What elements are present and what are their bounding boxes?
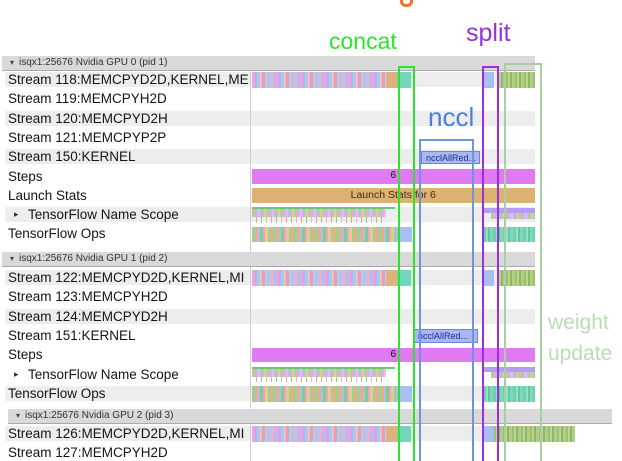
trace-event[interactable] — [397, 71, 411, 88]
expand-arrow-icon[interactable]: ▸ — [14, 209, 19, 220]
concat-callout-box — [398, 66, 415, 461]
annotation-weight-line1: weight — [548, 311, 609, 334]
section-header-gpu0[interactable]: ▾ isqx1:25676 Nvidia GPU 0 (pid 1) — [2, 56, 535, 71]
steps-bar[interactable]: 6 — [251, 347, 535, 363]
nccl-allreduce-event[interactable]: ncclAllRed... — [421, 150, 480, 164]
collapse-arrow-icon[interactable]: ▾ — [16, 411, 21, 420]
trace-events-weight-update[interactable] — [497, 269, 535, 286]
weight-update-callout-box — [504, 63, 542, 461]
row-label-stream-122: Stream 122:MEMCPYD2D,KERNEL,MI — [8, 270, 245, 285]
name-scope-events[interactable] — [491, 212, 535, 219]
steps-bar[interactable]: 6 — [251, 169, 535, 184]
row-label-stream-126: Stream 126:MEMCPYD2D,KERNEL,MI — [8, 426, 245, 441]
annotation-split: split — [466, 19, 511, 47]
row-label-stream-121: Stream 121:MEMCPYP2P — [8, 129, 167, 145]
trace-event[interactable] — [397, 425, 411, 442]
name-scope-bar[interactable] — [251, 366, 395, 369]
row-background — [5, 110, 535, 126]
name-scope-events[interactable] — [251, 368, 386, 377]
expand-arrow-icon[interactable]: ▸ — [14, 368, 19, 379]
trace-events-dense[interactable] — [251, 425, 386, 442]
annotation-weight-update: weight update — [548, 307, 612, 369]
annotation-nccl: nccl — [428, 102, 475, 132]
trace-event[interactable] — [482, 71, 494, 88]
row-label-stream-127: Stream 127:MEMCPYH2D — [8, 445, 168, 461]
trace-events-weight-update[interactable] — [497, 71, 535, 88]
row-background — [5, 149, 535, 165]
name-scope-strands — [251, 217, 386, 223]
row-label-tf-name-scope: TensorFlow Name Scope — [28, 366, 179, 382]
section-header-gpu1[interactable]: ▾ isqx1:25676 Nvidia GPU 1 (pid 2) — [2, 252, 535, 267]
row-label-steps: Steps — [8, 347, 43, 363]
tf-ops-events[interactable] — [482, 386, 535, 402]
row-label-stream-120: Stream 120:MEMCPYD2H — [8, 110, 168, 126]
trace-events-weight-update[interactable] — [494, 425, 575, 442]
tf-ops-events[interactable] — [482, 226, 535, 242]
row-label-stream-150: Stream 150:KERNEL — [8, 149, 136, 165]
row-label-stream-118: Stream 118:MEMCPYD2D,KERNEL,ME — [8, 72, 248, 87]
name-scope-bar[interactable] — [251, 207, 395, 209]
annotation-weight-line2: update — [548, 342, 613, 365]
name-scope-events[interactable] — [491, 372, 535, 378]
tf-ops-events[interactable] — [251, 386, 396, 402]
name-scope-events[interactable] — [251, 209, 386, 217]
row-label-stream-151: Stream 151:KERNEL — [8, 327, 136, 343]
trace-events-dense[interactable] — [251, 269, 386, 286]
trace-event[interactable] — [482, 269, 494, 286]
row-label-stream-123: Stream 123:MEMCPYH2D — [8, 289, 168, 305]
row-label-steps: Steps — [8, 168, 43, 184]
name-scope-bar[interactable] — [482, 367, 535, 372]
section-header-label: isqx1:25676 Nvidia GPU 1 (pid 2) — [19, 253, 168, 264]
section-header-label: isqx1:25676 Nvidia GPU 0 (pid 1) — [19, 57, 168, 68]
trace-event[interactable] — [482, 425, 494, 442]
nccl-callout-box — [419, 139, 474, 461]
row-background — [5, 308, 535, 324]
trace-event[interactable] — [385, 71, 397, 88]
section-header-label: isqx1:25676 Nvidia GPU 2 (pid 3) — [25, 410, 174, 421]
clipped-orange-glyph — [400, 0, 413, 7]
section-header-gpu2[interactable]: ▾ isqx1:25676 Nvidia GPU 2 (pid 3) — [8, 409, 612, 424]
row-label-stream-119: Stream 119:MEMCPYH2D — [8, 91, 167, 107]
row-label-tf-ops: TensorFlow Ops — [8, 385, 106, 401]
tf-ops-events[interactable] — [251, 226, 396, 242]
row-label-launch-stats: Launch Stats — [8, 187, 87, 203]
name-scope-strands — [251, 376, 386, 382]
row-label-tf-ops: TensorFlow Ops — [8, 226, 106, 242]
trace-events-dense[interactable] — [251, 71, 386, 88]
collapse-arrow-icon[interactable]: ▾ — [10, 254, 15, 263]
collapse-arrow-icon[interactable]: ▾ — [10, 58, 15, 67]
trace-event[interactable] — [385, 269, 397, 286]
trace-event[interactable] — [385, 425, 397, 442]
name-scope-bar[interactable] — [482, 207, 535, 213]
row-label-tf-name-scope: TensorFlow Name Scope — [28, 207, 179, 223]
row-label-stream-124: Stream 124:MEMCPYD2H — [8, 308, 168, 324]
annotation-concat: concat — [329, 28, 397, 54]
split-callout-box — [482, 66, 499, 461]
trace-event[interactable] — [397, 269, 411, 286]
